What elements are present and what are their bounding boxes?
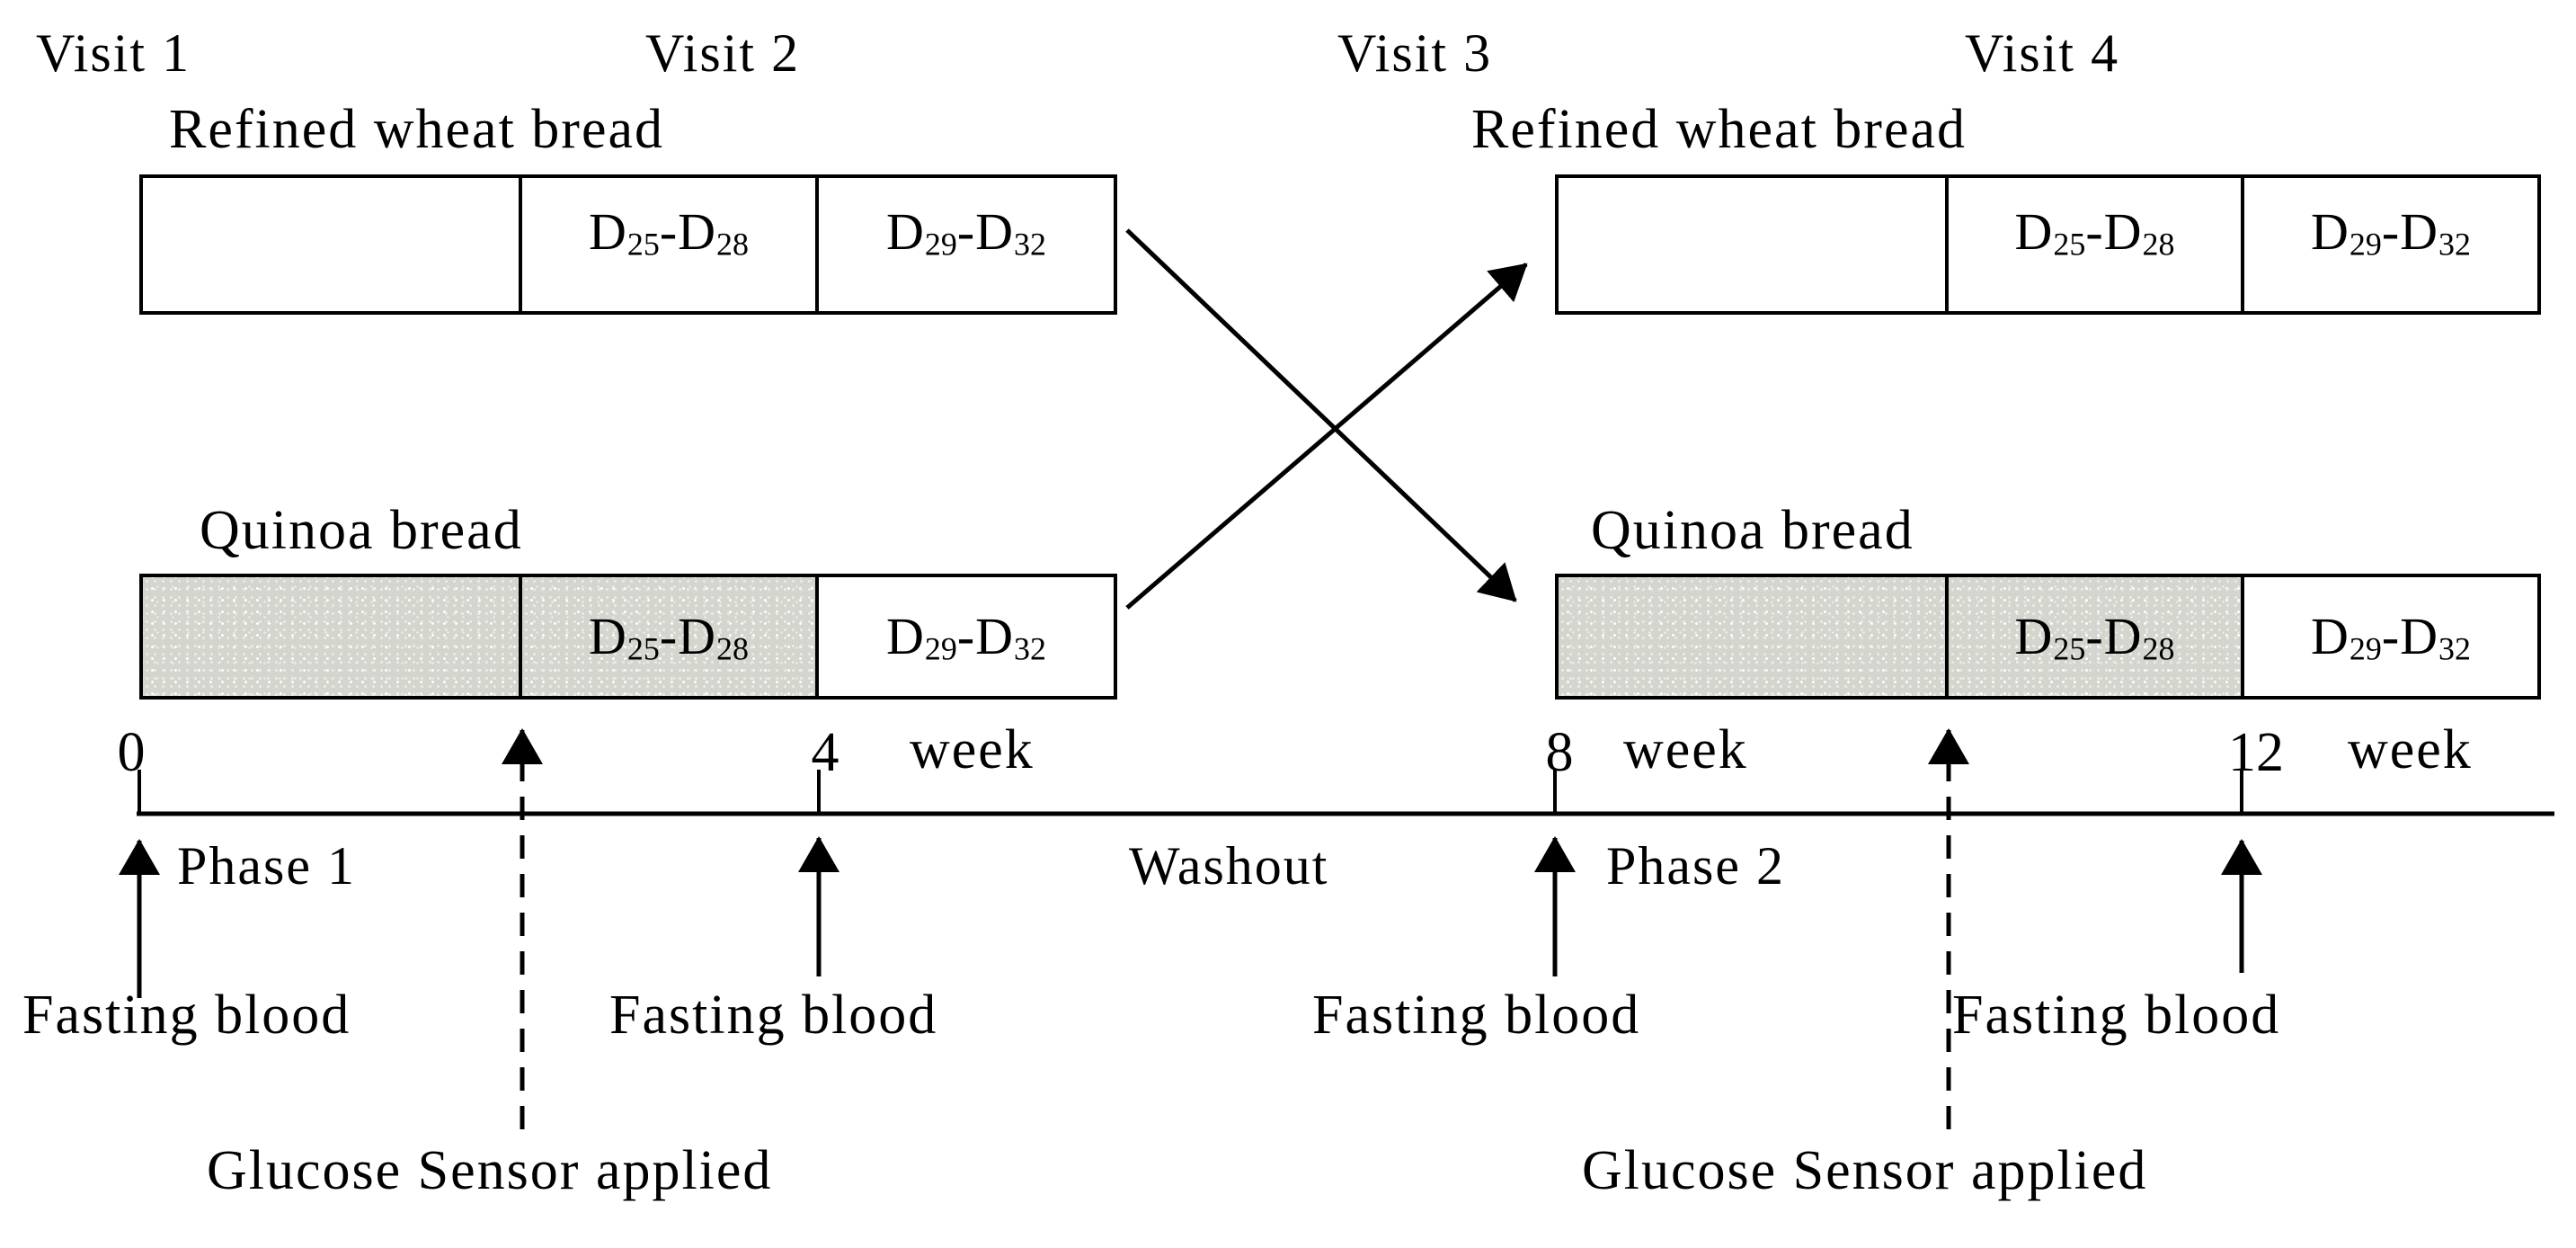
phase-1-label: Phase 1 — [177, 836, 356, 896]
refined-bread-box-phase2: D25-D28 D29-D32 — [1555, 174, 2541, 315]
visit-1-label: Visit 1 — [36, 23, 191, 83]
refined-phase1-cell-d25-d28: D25-D28 — [522, 178, 819, 311]
timeline-unit-week-8: week — [1623, 719, 1748, 780]
day-range-d25-d28: D25-D28 — [2014, 606, 2175, 667]
day-range-d25-d28: D25-D28 — [2014, 201, 2175, 263]
refined-bread-box-phase1: D25-D28 D29-D32 — [139, 174, 1117, 315]
quinoa-phase2-cell-d29-d32: D29-D32 — [2244, 577, 2537, 696]
quinoa-bread-label-phase1: Quinoa bread — [200, 500, 523, 561]
refined-phase2-cell-d25-d28: D25-D28 — [1949, 178, 2244, 311]
visit-2-label: Visit 2 — [645, 23, 801, 83]
washout-label: Washout — [1129, 836, 1329, 896]
quinoa-phase1-cell-d25-d28: D25-D28 — [522, 577, 819, 696]
crossover-arrow-quinoa-to-refined — [1125, 263, 1528, 610]
quinoa-bread-label-phase2: Quinoa bread — [1591, 500, 1914, 561]
quinoa-bread-box-phase2: D25-D28 D29-D32 — [1555, 574, 2541, 700]
day-range-d29-d32: D29-D32 — [885, 201, 1046, 263]
refined-phase1-cell-run-in — [143, 178, 522, 311]
quinoa-phase2-cell-d25-d28: D25-D28 — [1949, 577, 2244, 696]
visit-3-label: Visit 3 — [1337, 23, 1493, 83]
phase-2-label: Phase 2 — [1606, 836, 1785, 896]
day-range-d29-d32: D29-D32 — [885, 606, 1046, 667]
day-range-d29-d32: D29-D32 — [2310, 606, 2471, 667]
refined-phase1-cell-d29-d32: D29-D32 — [819, 178, 1114, 311]
day-range-d25-d28: D25-D28 — [588, 606, 749, 667]
refined-phase2-cell-run-in — [1559, 178, 1949, 311]
day-range-d29-d32: D29-D32 — [2310, 201, 2471, 263]
timeline-unit-week-12: week — [2348, 719, 2473, 780]
crossover-arrow-refined-to-quinoa — [1125, 228, 1517, 602]
timeline-label-12: 12 — [2228, 722, 2284, 783]
timeline-label-8: 8 — [1545, 722, 1574, 783]
fasting-blood-label-week-0: Fasting blood — [22, 985, 351, 1046]
fasting-blood-label-week-8: Fasting blood — [1312, 985, 1641, 1046]
quinoa-bread-box-phase1: D25-D28 D29-D32 — [139, 574, 1117, 700]
day-range-d25-d28: D25-D28 — [588, 201, 749, 263]
quinoa-phase2-cell-run-in — [1559, 577, 1949, 696]
glucose-sensor-label-phase2: Glucose Sensor applied — [1582, 1140, 2148, 1201]
glucose-sensor-label-phase1: Glucose Sensor applied — [207, 1140, 773, 1201]
timeline-unit-week-4: week — [910, 719, 1035, 780]
fasting-blood-label-week-12: Fasting blood — [1952, 985, 2281, 1046]
refined-bread-label-phase1: Refined wheat bread — [169, 99, 664, 160]
quinoa-phase1-cell-run-in — [143, 577, 522, 696]
fasting-blood-label-week-4: Fasting blood — [609, 985, 938, 1046]
visit-4-label: Visit 4 — [1965, 23, 2120, 83]
refined-phase2-cell-d29-d32: D29-D32 — [2244, 178, 2537, 311]
quinoa-phase1-cell-d29-d32: D29-D32 — [819, 577, 1114, 696]
refined-bread-label-phase2: Refined wheat bread — [1471, 99, 1967, 160]
timeline-label-4: 4 — [811, 722, 839, 783]
timeline-label-0: 0 — [117, 722, 146, 783]
